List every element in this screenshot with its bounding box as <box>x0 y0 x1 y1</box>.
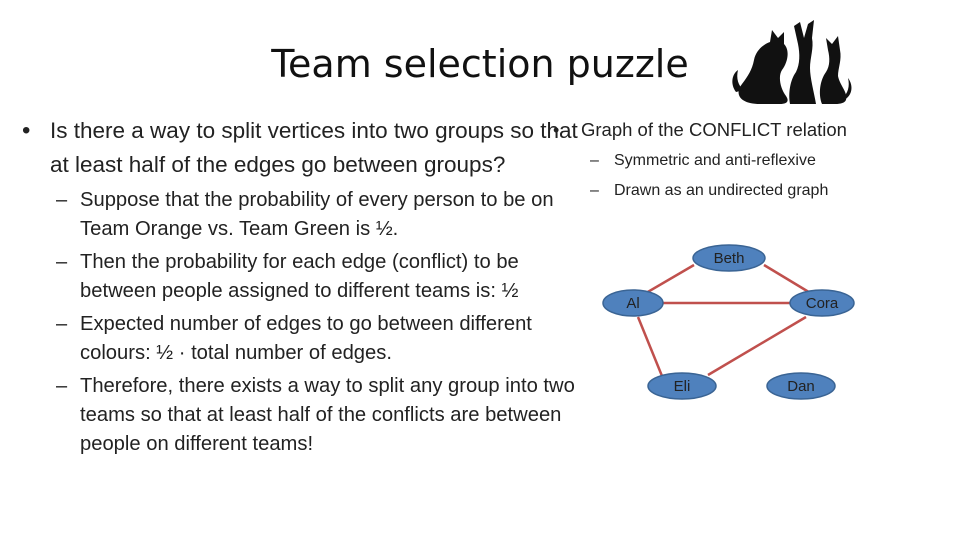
dash-icon: – <box>56 375 68 397</box>
graph-edge-eli-cora <box>707 315 807 377</box>
sub-bullet: – Therefore, there exists a way to split… <box>22 372 582 459</box>
right-content: • Graph of the CONFLICT relation – Symme… <box>553 116 953 204</box>
dash-icon: – <box>56 313 68 335</box>
sub-point-text: Suppose that the probability of every pe… <box>80 189 554 240</box>
graph-node-dan: Dan <box>766 372 836 400</box>
cats-silhouette-icon <box>730 14 854 106</box>
main-bullet: • Is there a way to split vertices into … <box>22 114 582 182</box>
sub-point-text: Expected number of edges to go between d… <box>80 313 532 364</box>
graph-node-al: Al <box>602 289 664 317</box>
node-label: Dan <box>787 378 815 395</box>
node-label: Eli <box>674 378 691 395</box>
graph-node-eli: Eli <box>647 372 717 400</box>
sub-bullet: – Then the probability for each edge (co… <box>22 248 582 306</box>
dash-icon: – <box>56 189 68 211</box>
sub-point-text: Then the probability for each edge (conf… <box>80 251 519 302</box>
graph-sub-bullet: – Symmetric and anti-reflexive <box>553 148 953 174</box>
node-label: Cora <box>806 295 839 312</box>
conflict-graph: Beth Al Cora Eli Dan <box>600 230 960 430</box>
graph-node-cora: Cora <box>789 289 855 317</box>
sub-point-text: Therefore, there exists a way to split a… <box>80 375 575 455</box>
dash-icon: – <box>56 251 68 273</box>
bullet-dot-icon: • <box>553 120 560 140</box>
sub-bullet: – Expected number of edges to go between… <box>22 310 582 368</box>
dash-icon: – <box>590 152 599 169</box>
graph-heading: Graph of the CONFLICT relation <box>581 119 847 140</box>
node-label: Al <box>626 295 639 312</box>
slide-title: Team selection puzzle <box>271 42 689 86</box>
graph-edge-al-eli <box>636 316 664 377</box>
dash-icon: – <box>590 182 599 199</box>
sub-bullet: – Suppose that the probability of every … <box>22 186 582 244</box>
graph-node-beth: Beth <box>692 244 766 272</box>
graph-sub-text: Symmetric and anti-reflexive <box>614 152 816 169</box>
bullet-dot-icon: • <box>22 117 31 144</box>
graph-heading-bullet: • Graph of the CONFLICT relation <box>553 116 953 144</box>
graph-sub-text: Drawn as an undirected graph <box>614 182 829 199</box>
node-label: Beth <box>714 250 745 267</box>
graph-sub-bullet: – Drawn as an undirected graph <box>553 178 953 204</box>
left-content: • Is there a way to split vertices into … <box>22 114 582 459</box>
main-question: Is there a way to split vertices into tw… <box>50 118 578 177</box>
